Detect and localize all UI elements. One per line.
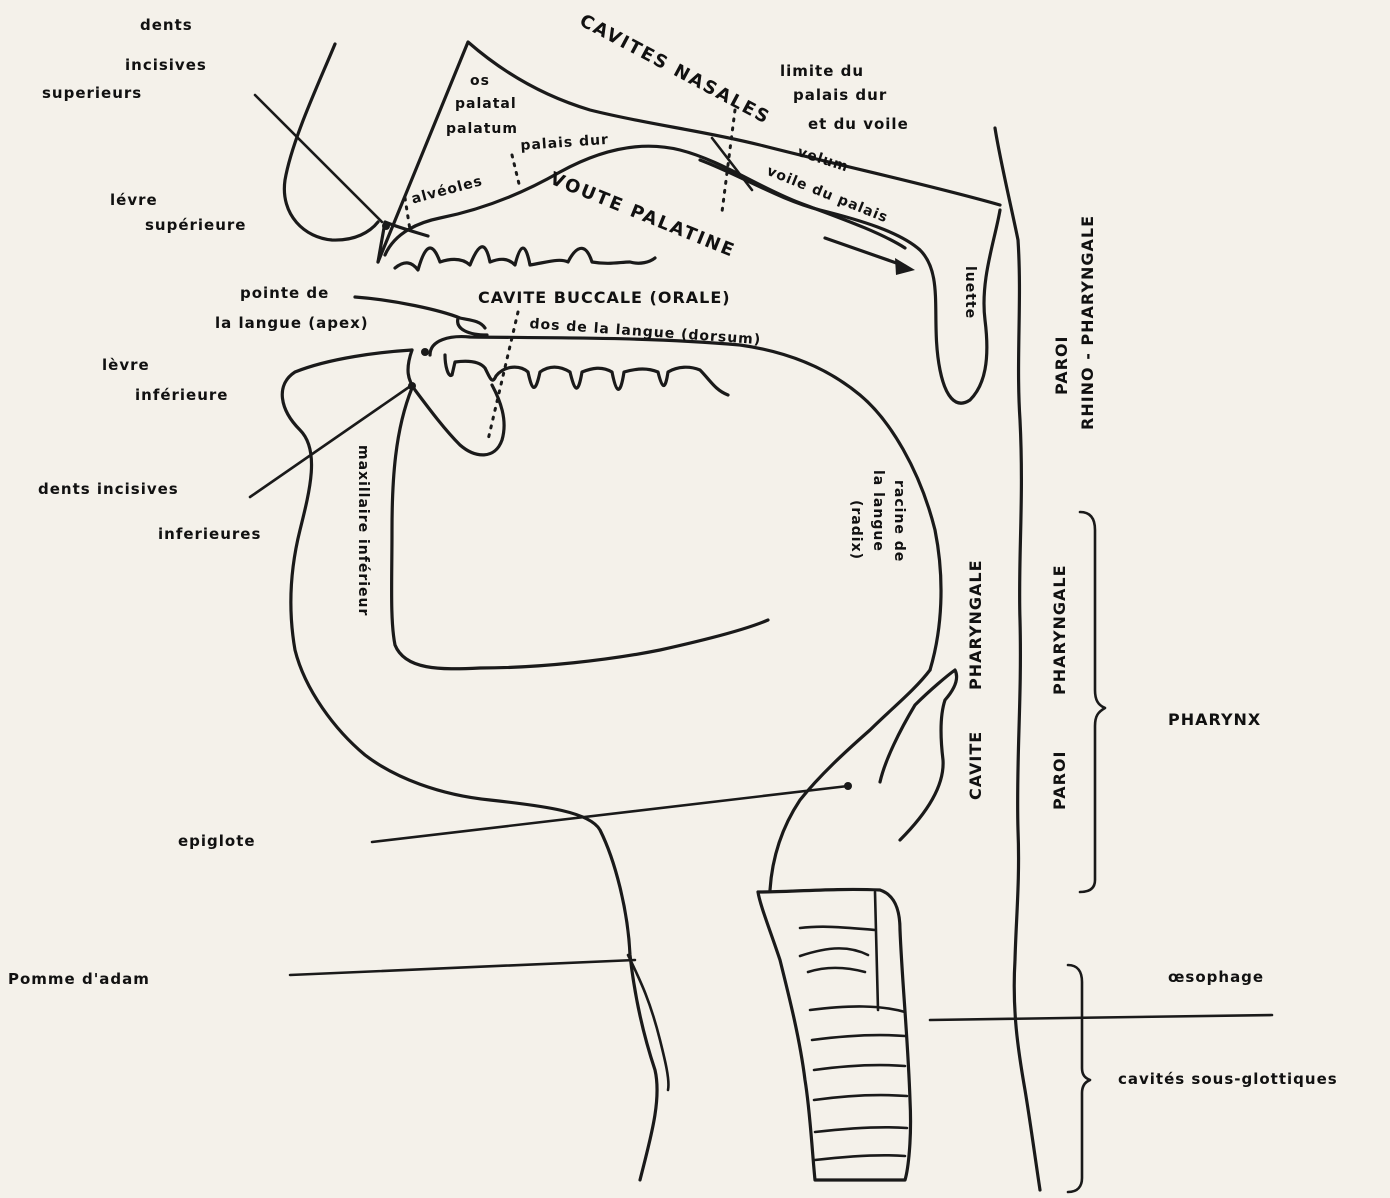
larynx-inner-line-1	[875, 892, 878, 1010]
leader-upper-incisors	[255, 95, 382, 222]
tongue-dorsum	[430, 337, 941, 670]
label-levre-inf-1: lèvre	[102, 358, 150, 373]
leader-dot-upper-incisors	[382, 222, 390, 230]
label-paroi-rhino-1: PAROI	[1054, 335, 1070, 395]
label-os-3: palatum	[446, 122, 518, 136]
leader-lower-incisors	[250, 385, 412, 497]
lower-incisor	[408, 350, 504, 455]
label-cavite-buccale: CAVITE BUCCALE (ORALE)	[478, 290, 731, 306]
leader-oesophage	[930, 1015, 1272, 1020]
brace-pharynx	[1080, 512, 1105, 892]
label-paroi-phar-1: PAROI	[1052, 750, 1068, 810]
epiglottis-outline	[880, 670, 957, 840]
larynx-ring-8	[815, 1127, 907, 1132]
larynx-ring-6	[814, 1065, 905, 1070]
label-pointe-1: pointe de	[240, 286, 329, 301]
label-levre-inf-2: inférieure	[135, 388, 228, 403]
label-levre-sup-2: supérieure	[145, 218, 246, 233]
leader-pomme	[290, 960, 635, 975]
larynx-ring-3	[808, 968, 865, 972]
label-paroi-phar-2: PHARYNGALE	[1052, 564, 1068, 695]
label-dents-incisives-sup-1: dents	[140, 18, 193, 33]
larynx-ring-5	[812, 1035, 905, 1040]
lower-teeth-line	[445, 355, 728, 395]
label-racine-3: (radix)	[849, 500, 863, 560]
label-pomme-adam: Pomme d'adam	[8, 972, 150, 987]
label-limite-3: et du voile	[808, 117, 909, 132]
label-racine-2: la langue	[871, 470, 885, 552]
alveoles-dotted	[405, 198, 410, 230]
label-racine-1: racine de	[892, 480, 906, 562]
leader-dot-epiglote	[844, 782, 852, 790]
upper-teeth-line	[395, 247, 655, 270]
palatal-dotted	[512, 155, 520, 188]
label-dents-inf-2: inferieures	[158, 527, 261, 542]
label-paroi-rhino-2: RHINO - PHARYNGALE	[1080, 215, 1096, 430]
leader-epiglote	[372, 786, 848, 842]
velum-arrow-head	[895, 258, 915, 275]
larynx-ring-2	[800, 948, 868, 956]
label-cavite-phar-1: CAVITE	[968, 731, 984, 800]
pharynx-front-wall	[770, 670, 930, 890]
label-limite-2: palais dur	[793, 88, 887, 103]
label-levre-sup-1: lévre	[110, 193, 158, 208]
upper-lip-outline	[284, 44, 378, 240]
label-maxillaire-inferieur: maxillaire inférieur	[356, 445, 370, 616]
larynx-ring-7	[814, 1095, 907, 1100]
label-dents-incisives-sup-3: superieurs	[42, 86, 142, 101]
label-limite-1: limite du	[780, 64, 864, 79]
label-epiglote: epiglote	[178, 834, 256, 849]
label-os-1: os	[470, 74, 490, 88]
label-oesophage: œsophage	[1168, 970, 1264, 985]
apex-pointer-line	[355, 297, 485, 328]
leader-dot-apex	[421, 348, 429, 356]
leader-dot-lower-incisors	[408, 382, 416, 390]
label-os-2: palatal	[455, 97, 517, 111]
larynx-ring-1	[800, 927, 875, 930]
label-dents-incisives-sup-2: incisives	[125, 58, 207, 73]
label-luette: luette	[963, 266, 977, 319]
label-dents-inf-1: dents incisives	[38, 482, 179, 497]
label-cavites-sous-glottiques: cavités sous-glottiques	[1118, 1072, 1338, 1087]
larynx-ring-9	[815, 1155, 905, 1160]
pharynx-back-wall	[995, 128, 1040, 1190]
lower-lip-outline	[282, 350, 657, 1180]
brace-sous-glottiques	[1068, 965, 1090, 1192]
larynx-ring-4	[810, 1006, 905, 1012]
label-pharynx: PHARYNX	[1168, 712, 1261, 728]
label-pointe-2: la langue (apex)	[215, 316, 369, 331]
label-cavite-phar-2: PHARYNGALE	[968, 559, 984, 690]
